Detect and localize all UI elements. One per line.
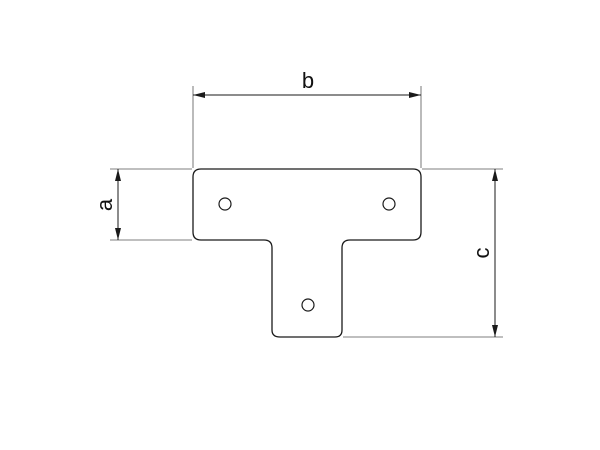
dimension-label-c: c bbox=[469, 248, 494, 259]
mounting-hole-left bbox=[218, 197, 232, 211]
dimension-label-b: b bbox=[302, 68, 314, 93]
mounting-hole-right bbox=[382, 197, 396, 211]
mounting-hole-bottom bbox=[301, 298, 315, 312]
t-plate-outline bbox=[192, 168, 422, 338]
dimension-label-a: a bbox=[92, 198, 117, 211]
